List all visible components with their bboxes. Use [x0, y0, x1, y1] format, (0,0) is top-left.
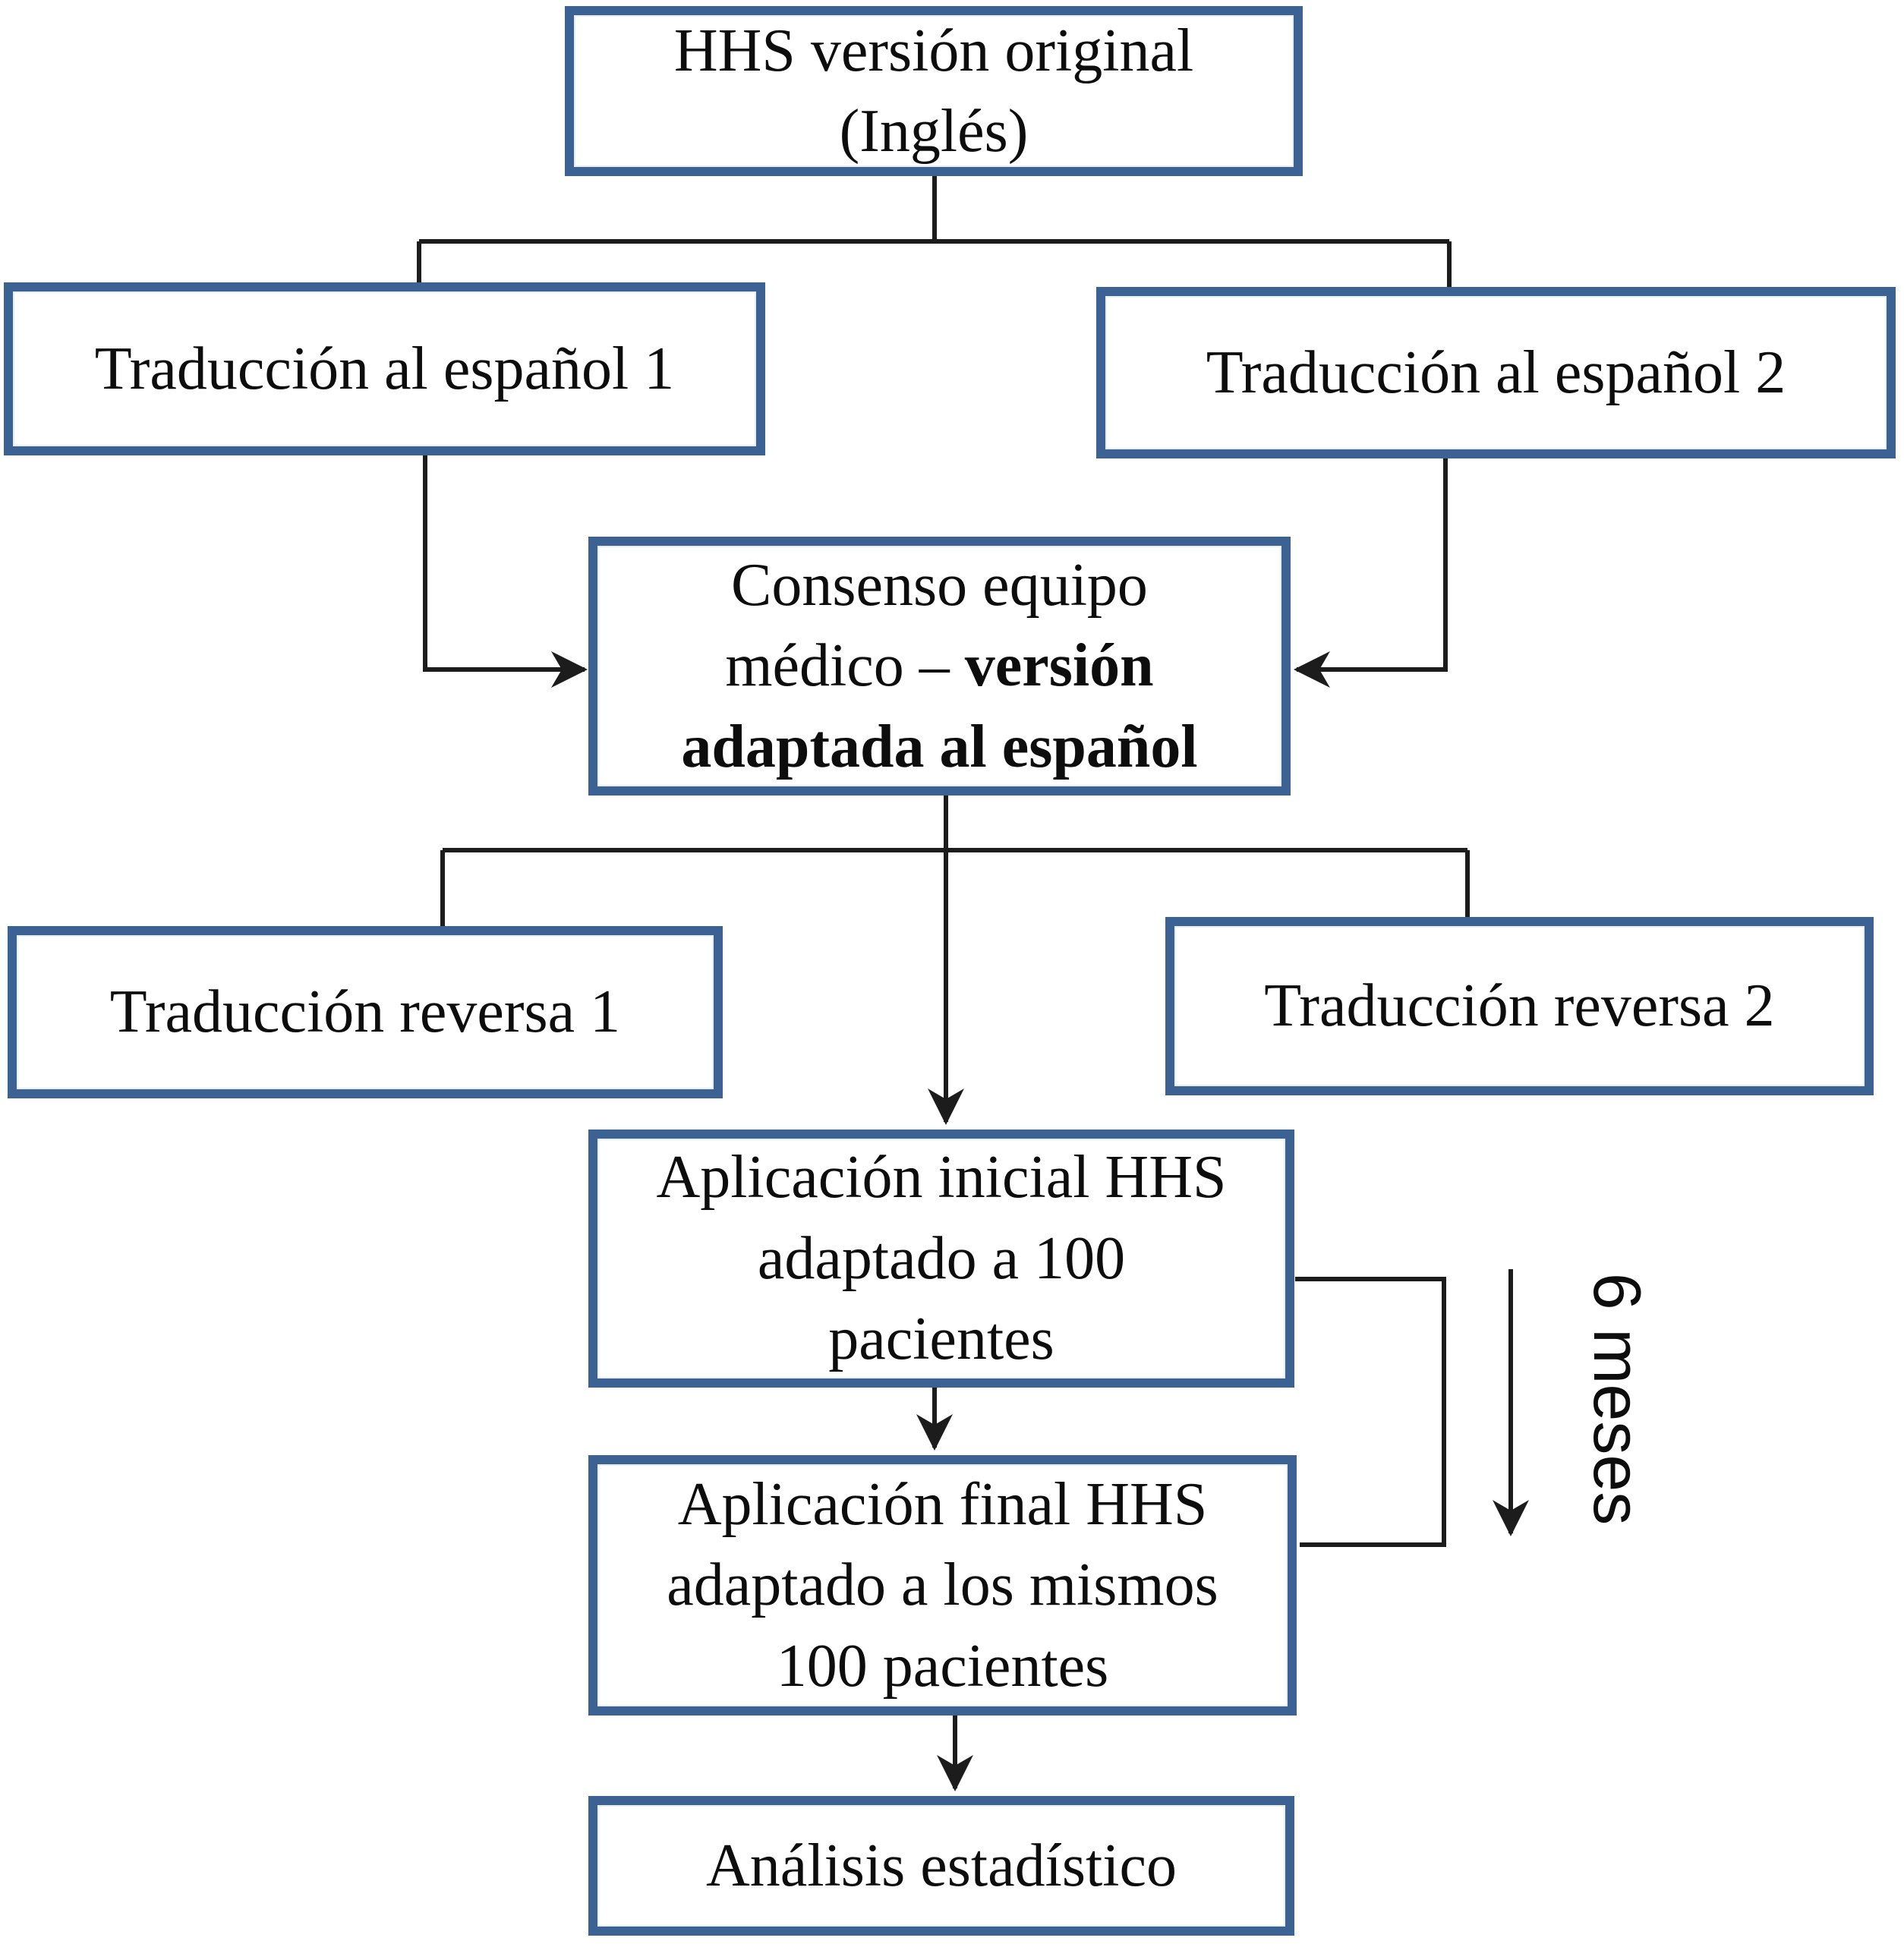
node-aplicacion-inicial-label: Aplicación inicial HHS adaptado a 100 pa…	[656, 1144, 1227, 1373]
node-analisis-estadistico: Análisis estadístico	[588, 1796, 1294, 1936]
node-aplicacion-inicial: Aplicación inicial HHS adaptado a 100 pa…	[588, 1130, 1294, 1388]
node-aplicacion-final-label: Aplicación final HHS adaptado a los mism…	[667, 1470, 1218, 1700]
node-traduccion-reversa-2-label: Traducción reversa 2	[1264, 972, 1775, 1040]
node-consenso-label-normal: Consenso equipo médico –	[725, 551, 1148, 700]
connector-es2-to-consenso	[1294, 457, 1448, 688]
node-traduccion-espanol-2-label: Traducción al español 2	[1206, 339, 1786, 406]
node-consenso-equipo-medico: Consenso equipo médico – versión adaptad…	[588, 537, 1291, 796]
node-traduccion-espanol-1-label: Traducción al español 1	[94, 335, 675, 402]
node-consenso-label-bold: versión adaptada al español	[681, 632, 1198, 780]
node-traduccion-reversa-1-label: Traducción reversa 1	[109, 978, 621, 1046]
node-aplicacion-final: Aplicación final HHS adaptado a los mism…	[588, 1455, 1297, 1716]
six-months-annotation: 6 meses	[1580, 1272, 1655, 1526]
node-traduccion-espanol-2: Traducción al español 2	[1096, 287, 1896, 458]
node-traduccion-espanol-1: Traducción al español 1	[4, 282, 765, 455]
node-hhs-original-label: HHS versión original (Inglés)	[673, 17, 1194, 165]
node-traduccion-reversa-1: Traducción reversa 1	[8, 926, 723, 1098]
node-traduccion-reversa-2: Traducción reversa 2	[1165, 917, 1874, 1095]
node-consenso-label: Consenso equipo médico – versión adaptad…	[673, 545, 1205, 787]
connector-es1-to-consenso	[423, 454, 588, 688]
node-analisis-estadistico-label: Análisis estadístico	[706, 1832, 1177, 1899]
connector-six-months-loop	[1295, 1277, 1446, 1547]
node-hhs-original: HHS versión original (Inglés)	[565, 6, 1303, 176]
